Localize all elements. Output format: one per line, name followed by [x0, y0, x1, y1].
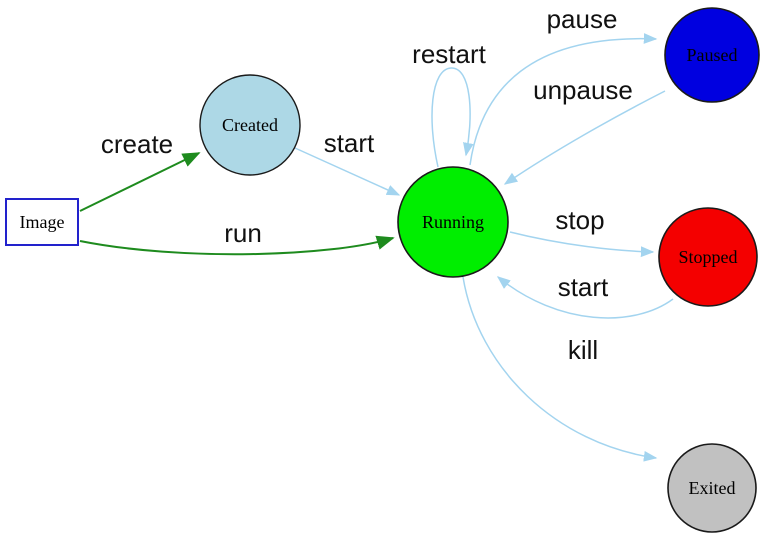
node-created: Created [199, 74, 301, 176]
exited-node-label: Exited [689, 478, 736, 498]
created-node-circle [199, 74, 301, 176]
edge-restart-self-loop-arrow [431, 67, 474, 168]
paused-node-label: Paused [687, 45, 738, 65]
edge-unpause-arrow [503, 90, 666, 185]
edge-start-arrow [294, 147, 401, 196]
running-node-circle [397, 166, 509, 278]
paused-node-circle [664, 7, 760, 103]
image-node-label: Image [20, 212, 65, 232]
running-node-label: Running [422, 212, 484, 232]
edge-label-unpause: unpause [533, 75, 633, 105]
edge-label-start: start [324, 128, 375, 158]
edge-kill-arrow [462, 276, 658, 462]
edge-label-create: create [101, 129, 173, 159]
edge-label-pause: pause [547, 4, 618, 34]
edge-label-kill: kill [568, 335, 598, 365]
edge-pause-arrow [469, 33, 658, 166]
edge-create-arrow [79, 152, 201, 212]
node-image: Image [5, 198, 79, 246]
node-exited: Exited [667, 443, 757, 533]
edge-label-start-return: start [558, 272, 609, 302]
stopped-node-label: Stopped [678, 247, 737, 267]
edges [79, 33, 674, 462]
edge-run-arrow [79, 235, 395, 256]
image-node-box [5, 198, 79, 246]
node-paused: Paused [664, 7, 760, 103]
edge-label-stop: stop [555, 205, 604, 235]
edge-stop-arrow [509, 231, 655, 258]
edge-labels: create start run restart pause unpause s… [101, 4, 633, 365]
stopped-node-circle [658, 207, 758, 307]
edge-label-run: run [224, 218, 262, 248]
node-running: Running [397, 166, 509, 278]
exited-node-circle [667, 443, 757, 533]
edge-start-return-arrow [496, 276, 674, 319]
created-node-label: Created [222, 115, 278, 135]
edge-label-restart: restart [412, 39, 486, 69]
node-stopped: Stopped [658, 207, 758, 307]
